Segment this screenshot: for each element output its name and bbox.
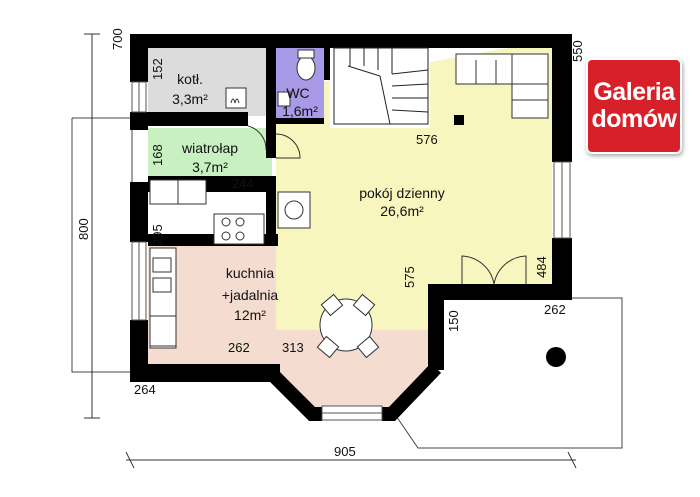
boiler-room-name: kotł. (177, 71, 203, 87)
window-lines (138, 82, 563, 414)
vestibule-name: wiatrołap (181, 140, 238, 156)
dim-575: 575 (402, 266, 417, 288)
logo-line-2: domów (591, 105, 678, 133)
dim-150: 150 (446, 310, 461, 332)
toilet (277, 49, 316, 107)
terrace-column (546, 347, 566, 367)
dim-264: 264 (134, 382, 156, 397)
dim-262-right: 262 (544, 302, 566, 317)
dim-295: 295 (150, 224, 165, 246)
logo-line-1: Galeria (593, 78, 675, 106)
living-room-area: 26,6m² (380, 203, 424, 219)
dim-244: 244 (232, 176, 254, 191)
dimension-lines (84, 33, 577, 469)
dim-152: 152 (150, 58, 165, 80)
kitchen-name: kuchnia (226, 265, 274, 281)
dim-262-kitchen: 262 (228, 340, 250, 355)
vestibule-fill (148, 128, 272, 178)
bay-walls (265, 363, 442, 421)
dim-550: 550 (570, 40, 585, 62)
living-room-name: pokój dzienny (359, 185, 445, 201)
kitchen-area: 12m² (234, 307, 266, 323)
galeria-domow-logo[interactable]: Galeria domów (586, 58, 682, 154)
logo-badge: Galeria domów (586, 58, 682, 154)
dim-576: 576 (416, 132, 438, 147)
dim-700: 700 (110, 28, 125, 50)
kitchen-name-2: +jadalnia (222, 287, 279, 303)
staircase (333, 47, 429, 125)
kitchen-units (149, 179, 265, 349)
dim-484: 484 (534, 256, 549, 278)
wc-area: 1,6m² (282, 103, 318, 119)
boiler-room-fill (148, 48, 272, 116)
terrace-doors (461, 255, 527, 285)
stair-area (330, 40, 430, 128)
dining-set (316, 293, 380, 359)
dim-168: 168 (150, 144, 165, 166)
boiler-room-area: 3,3m² (172, 91, 208, 107)
dim-313: 313 (282, 340, 304, 355)
vestibule-area: 3,7m² (192, 159, 228, 175)
fireplace (277, 191, 311, 229)
sofa (455, 53, 549, 119)
dim-905: 905 (334, 444, 356, 459)
boiler-symbol (225, 87, 247, 109)
wc-name: WC (286, 85, 309, 101)
dim-800: 800 (76, 218, 91, 240)
living-lower-fill (276, 246, 300, 330)
interior-doors (247, 125, 301, 159)
